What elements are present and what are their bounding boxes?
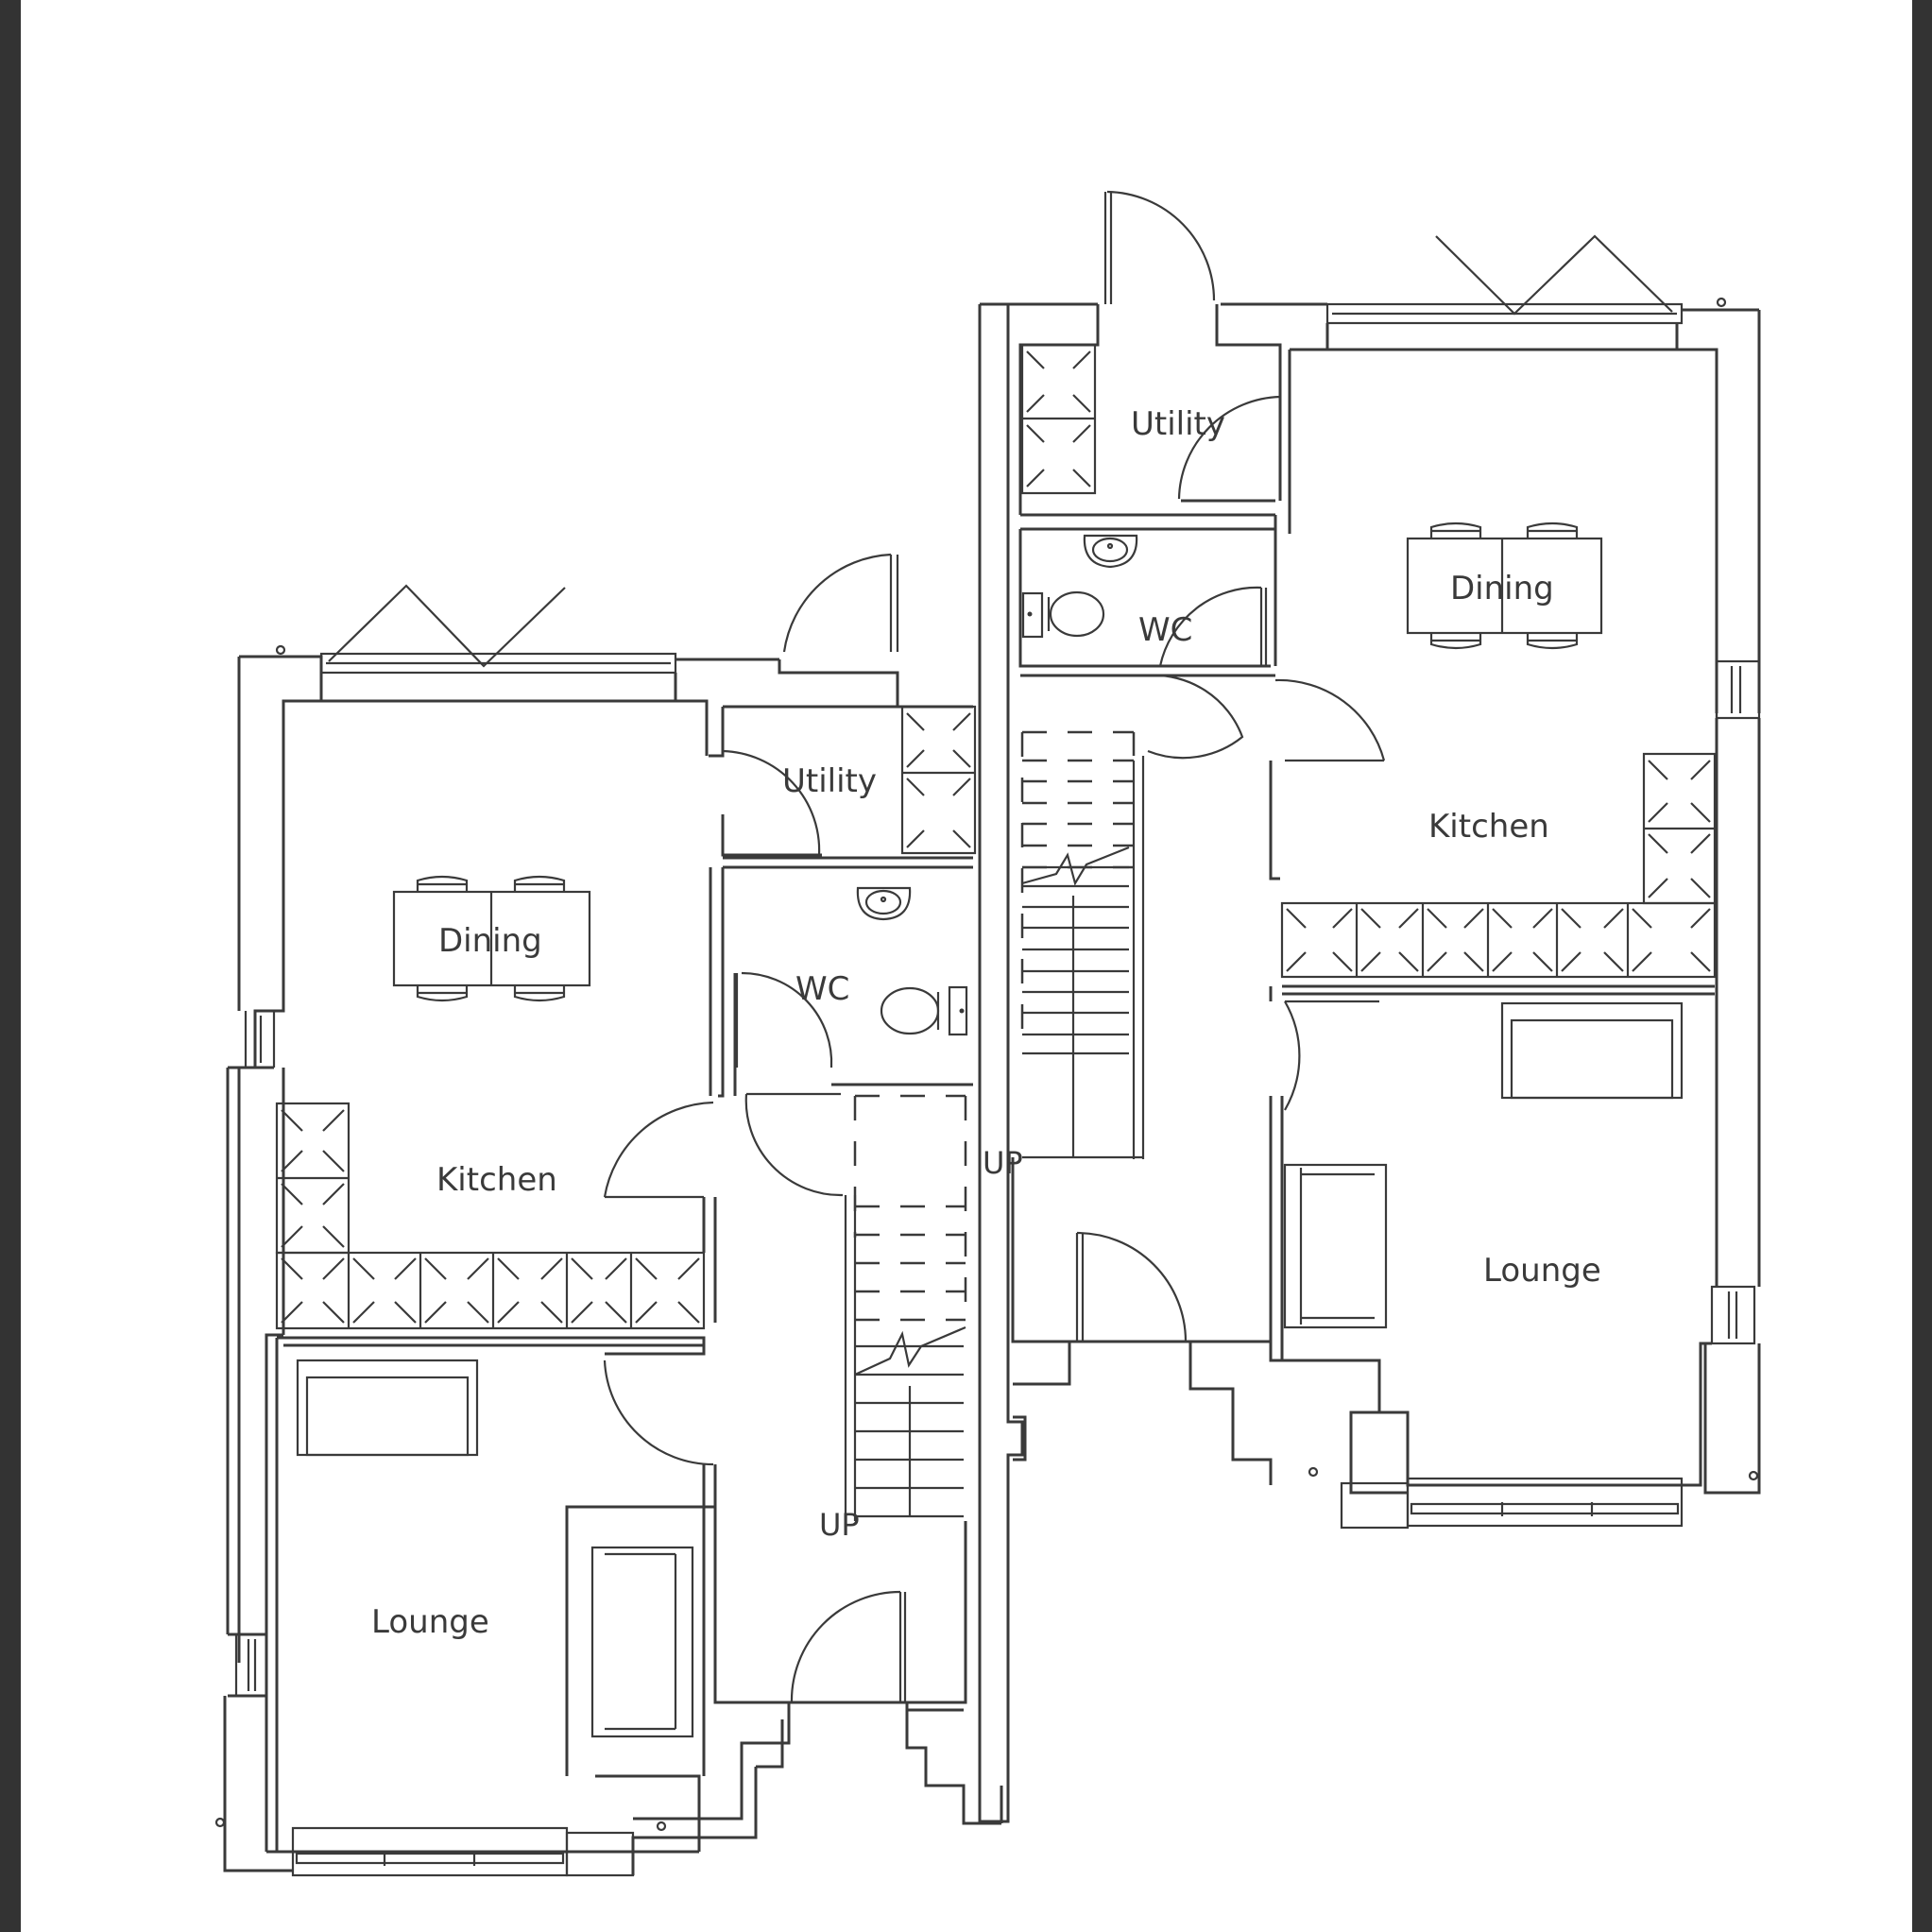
right-dining-table [1406,521,1603,650]
left-rear-wall [239,652,779,756]
right-downpipe-icon [1716,297,1727,308]
left-lounge-sofa-side [590,1546,694,1738]
right-bifold-door-icon [1435,234,1673,316]
right-house: Utility [983,190,1761,1530]
right-utility-internal-door [1177,395,1281,500]
left-side-window-upper [244,1011,276,1068]
left-hall-door [744,1092,844,1197]
right-lounge-sofa-side [1283,1163,1388,1329]
left-front-window [291,1826,635,1877]
left-lounge-door [603,1359,717,1776]
right-stair-closet-door [1147,674,1244,760]
left-stair-up-label: UP [819,1507,860,1543]
left-utility-external-door [782,553,899,653]
left-utility-internal-door [722,749,821,856]
right-kitchen-units [1280,752,1717,979]
left-front-door [633,1507,967,1821]
right-kitchen-label: Kitchen [1428,808,1549,846]
right-staircase [1020,730,1145,1159]
left-dining-table [392,875,591,1002]
left-bifold-door-icon [328,584,566,668]
right-lounge-sofa-top [1500,1001,1684,1100]
left-lounge-label: Lounge [371,1603,489,1641]
right-utility-label: Utility [1131,405,1225,443]
right-gully-icon [1308,1466,1319,1478]
right-downpipe-front-icon [1748,1470,1759,1481]
party-wall [978,302,1098,1823]
left-kitchen-label: Kitchen [436,1161,557,1199]
left-house: Dining Kitchen [214,553,1003,1877]
right-utility-external-door [1103,190,1216,304]
right-side-window-upper [1715,659,1761,723]
left-kitchen-units [275,1102,706,1330]
right-wc-label: WC [1138,611,1192,649]
right-dining-label: Dining [1450,570,1554,607]
right-rear-wall [1290,302,1761,713]
right-wc-toilet-icon [1021,590,1105,639]
left-kitchen-lounge-wall [275,1336,706,1852]
left-staircase [844,1094,967,1521]
right-wc-room [1018,529,1277,677]
left-downpipe-icon [275,644,286,656]
left-wc-toilet-icon [880,985,968,1036]
left-wc-basin-icon [856,886,912,921]
right-wc-door [1158,586,1268,667]
right-lounge-walls [1282,1342,1761,1495]
right-stair-up-label: UP [983,1145,1023,1181]
scan-border-left [0,0,21,1932]
left-wc-room [709,867,737,1098]
left-wc-door [735,971,973,1086]
left-side-window-lower [234,1634,257,1696]
right-front-window [1340,1477,1684,1530]
right-kitchen-door [1269,678,1386,881]
left-utility-room [709,659,977,869]
right-front-door [1011,1157,1273,1485]
left-utility-label: Utility [782,762,877,800]
left-kitchen-door [603,1101,717,1323]
left-downpipe-front-icon [214,1817,226,1828]
right-kitchen-lounge-wall [1269,984,1715,1001]
left-gully-icon [656,1821,667,1832]
left-dining-label: Dining [438,922,542,960]
right-wc-basin-icon [1083,534,1138,569]
right-lounge-label: Lounge [1483,1252,1601,1290]
right-lounge-door [1269,1000,1379,1362]
scan-border-right [1912,0,1932,1932]
right-side-window-lower [1710,1285,1756,1345]
left-outer-walls [223,655,1003,1875]
left-lounge-sofa-top [296,1359,479,1457]
left-wc-label: WC [795,970,849,1008]
